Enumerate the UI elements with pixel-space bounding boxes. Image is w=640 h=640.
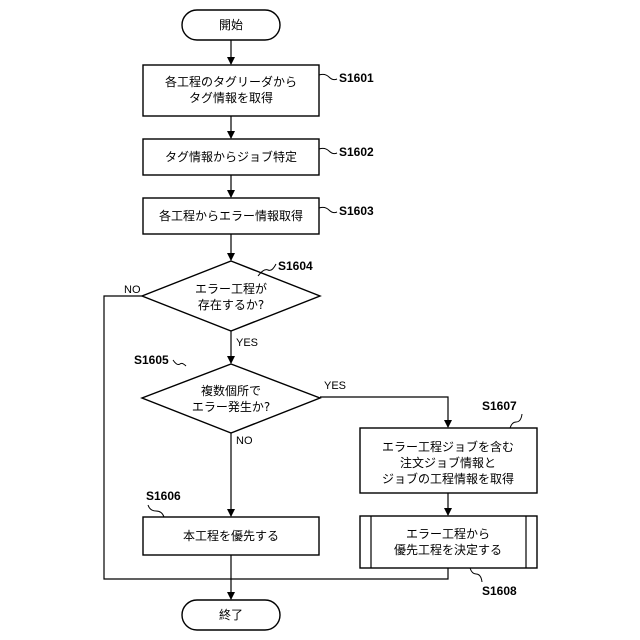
end-terminal: 終了 [182,600,280,630]
s1601-step-id: S1601 [339,71,374,85]
s1601-line-2: タグ情報を取得 [189,90,273,105]
s1602-step-id: S1602 [339,145,374,159]
s1602-leader [319,148,337,153]
end-label: 終了 [219,607,243,622]
process-s1602: タグ情報からジョブ特定 S1602 [143,139,374,175]
s1605-leader [173,360,186,366]
process-s1608: エラー工程から 優先工程を決定する S1608 [360,516,537,598]
s1607-line-1: エラー工程ジョブを含む [382,439,514,454]
s1606-line-1: 本工程を優先する [183,528,279,543]
s1604-step-id: S1604 [278,259,313,273]
arrow-s1605-yes [320,397,448,427]
s1606-leader [148,505,164,517]
s1604-line-2: 存在するか? [198,298,264,312]
s1606-step-id: S1606 [146,489,181,503]
decision-s1605: 複数個所で エラー発生か? S1605 YES NO [134,353,346,447]
s1604-yes-label: YES [236,337,258,349]
decision-s1604: エラー工程が 存在するか? S1604 NO YES [124,259,320,349]
s1608-step-id: S1608 [482,584,517,598]
s1601-line-1: 各工程のタグリーダから [165,74,297,89]
s1608-leader [470,568,482,582]
s1603-step-id: S1603 [339,204,374,218]
s1605-step-id: S1605 [134,353,169,367]
s1602-line-1: タグ情報からジョブ特定 [165,149,297,164]
s1603-leader [319,207,337,212]
s1605-line-2: エラー発生か? [192,400,270,414]
s1607-step-id: S1607 [482,399,517,413]
s1603-line-1: 各工程からエラー情報取得 [159,208,303,223]
s1605-no-label: NO [236,435,253,447]
s1607-leader [510,414,522,428]
start-terminal: 開始 [182,10,280,40]
s1601-leader [319,74,337,79]
s1604-no-label: NO [124,284,141,296]
process-s1601: 各工程のタグリーダから タグ情報を取得 S1601 [143,65,374,116]
process-s1603: 各工程からエラー情報取得 S1603 [143,198,374,234]
line-s1608-merge [231,568,448,579]
s1605-line-1: 複数個所で [201,383,261,398]
s1604-line-1: エラー工程が [195,281,267,296]
s1608-line-1: エラー工程から [406,526,490,541]
s1607-line-3: ジョブの工程情報を取得 [382,471,514,486]
s1607-line-2: 注文ジョブ情報と [400,455,496,470]
s1608-line-2: 優先工程を決定する [394,542,502,557]
s1605-yes-label: YES [324,380,346,392]
start-label: 開始 [219,18,243,32]
connectors [104,40,448,599]
